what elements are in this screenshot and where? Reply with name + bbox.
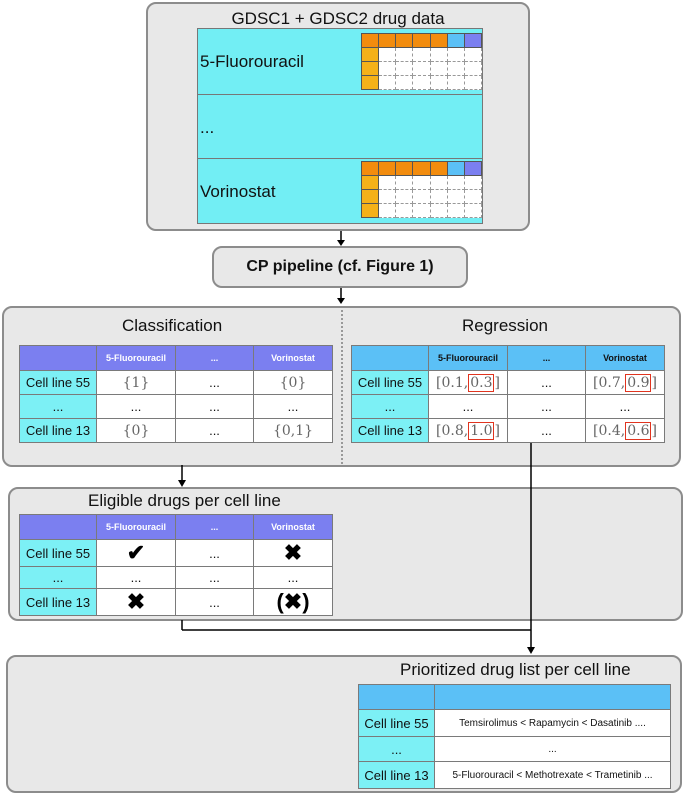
interval-low: [0.1,: [436, 374, 469, 391]
interval-high-highlight: 0.9: [625, 373, 652, 392]
column-header: ...: [175, 514, 254, 540]
interval-high-highlight: 0.3: [468, 373, 495, 392]
cross-icon: ✖: [96, 588, 176, 616]
column-header: 5-Fluorouracil: [96, 514, 176, 540]
column-header: [434, 684, 671, 710]
drug-label-3: Vorinostat: [200, 182, 276, 201]
table-cell: ...: [428, 394, 508, 419]
classification-table: 5-Fluorouracil ... Vorinostat Cell line …: [19, 345, 333, 443]
cross-parenthesized-icon: (✖): [253, 588, 333, 616]
column-header: 5-Fluorouracil: [428, 345, 508, 371]
table-cell: ...: [175, 418, 254, 443]
row-label: Cell line 13: [19, 588, 97, 616]
cp-pipeline-label: CP pipeline (cf. Figure 1): [246, 258, 434, 275]
row-label: ...: [358, 736, 435, 762]
row-label: Cell line 55: [358, 709, 435, 737]
table-cell: ...: [175, 588, 254, 616]
column-header: ...: [175, 345, 254, 371]
prediction-interval: [0.4,0.6]: [585, 418, 665, 443]
table-corner: [19, 514, 97, 540]
drug-row-2: ...: [198, 95, 482, 159]
row-label: Cell line 13: [358, 761, 435, 789]
row-label: ...: [19, 394, 97, 419]
row-label: Cell line 13: [19, 418, 97, 443]
column-header: Vorinostat: [253, 345, 333, 371]
bracket-close: ]: [494, 374, 500, 391]
prediction-divider: [341, 310, 343, 464]
eligible-table: 5-Fluorouracil ... Vorinostat Cell line …: [19, 514, 333, 616]
arrow-to-prediction: [337, 288, 345, 304]
prediction-set: {0,1}: [253, 418, 333, 443]
interval-high-highlight: 1.0: [468, 421, 495, 440]
table-cell: ...: [507, 418, 586, 443]
table-corner: [19, 345, 97, 371]
bracket-close: ]: [651, 422, 657, 439]
prediction-set: {0}: [96, 418, 176, 443]
prediction-interval: [0.7,0.9]: [585, 370, 665, 395]
eligible-title: Eligible drugs per cell line: [88, 491, 281, 510]
prediction-set: {1}: [96, 370, 176, 395]
drug-row-1: 5-Fluorouracil: [198, 29, 483, 95]
prioritized-table: Cell line 55 Temsirolimus < Rapamycin < …: [358, 684, 671, 789]
table-cell: ...: [175, 370, 254, 395]
row-label: Cell line 55: [19, 370, 97, 395]
classification-title: Classification: [122, 316, 223, 335]
cp-pipeline-box: CP pipeline (cf. Figure 1): [212, 246, 468, 288]
drug-matrix-1: [360, 33, 483, 90]
drug-row-3: Vorinostat: [198, 159, 483, 225]
column-header: Vorinostat: [253, 514, 333, 540]
regression-table: 5-Fluorouracil ... Vorinostat Cell line …: [351, 345, 665, 443]
drug-ranking: 5-Fluorouracil < Methotrexate < Trametin…: [434, 761, 671, 789]
prioritized-title: Prioritized drug list per cell line: [400, 660, 631, 679]
arrow-to-eligible: [178, 465, 186, 487]
table-cell: ...: [253, 394, 333, 419]
drug-label-1: 5-Fluorouracil: [200, 52, 304, 71]
interval-low: [0.8,: [436, 422, 469, 439]
drug-label-2: ...: [200, 118, 215, 137]
bracket-close: ]: [651, 374, 657, 391]
column-header: ...: [507, 345, 586, 371]
row-label: ...: [19, 566, 97, 589]
regression-title: Regression: [462, 316, 548, 335]
row-label: Cell line 13: [351, 418, 429, 443]
table-corner: [358, 684, 435, 710]
table-cell: ...: [434, 736, 671, 762]
interval-low: [0.4,: [593, 422, 626, 439]
column-header: Vorinostat: [585, 345, 665, 371]
interval-low: [0.7,: [593, 374, 626, 391]
column-header: 5-Fluorouracil: [96, 345, 176, 371]
row-label: Cell line 55: [351, 370, 429, 395]
row-label: ...: [351, 394, 429, 419]
drug-ranking: Temsirolimus < Rapamycin < Dasatinib ...…: [434, 709, 671, 737]
drug-data-panel: 5-Fluorouracil ... Vorinostat: [197, 28, 483, 224]
drug-data-title: GDSC1 + GDSC2 drug data: [231, 9, 445, 28]
interval-high-highlight: 0.6: [625, 421, 652, 440]
cross-icon: ✖: [253, 539, 333, 567]
bracket-close: ]: [494, 422, 500, 439]
drug-matrix-3: [360, 161, 483, 218]
arrow-to-pipeline: [337, 231, 345, 246]
